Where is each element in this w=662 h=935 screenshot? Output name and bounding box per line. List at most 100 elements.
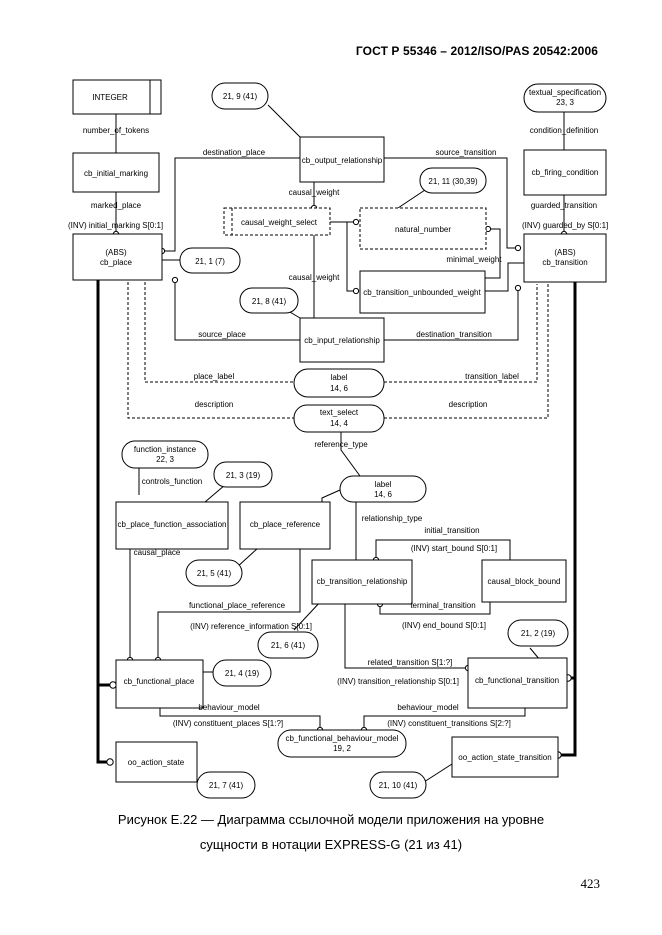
ref-21-1: 21, 1 (7) bbox=[179, 247, 241, 274]
label-description-right: description bbox=[449, 400, 488, 409]
label-transition-label: transition_label bbox=[465, 372, 519, 381]
label-inv-start-bound: (INV) start_bound S[0:1] bbox=[411, 544, 497, 553]
entity-cb-place: (ABS) cb_place bbox=[72, 233, 163, 281]
svg-text:causal_weight_select: causal_weight_select bbox=[241, 218, 318, 227]
label-behaviour-model-left: behaviour_model bbox=[198, 703, 260, 712]
svg-text:oo_action_state: oo_action_state bbox=[128, 758, 185, 767]
label-destination-transition: destination_transition bbox=[416, 330, 492, 339]
ref-21-2: 21, 2 (19) bbox=[507, 619, 569, 647]
svg-text:textual_specification: textual_specification bbox=[529, 88, 601, 97]
entity-cb-transition-unbounded-weight: cb_transition_unbounded_weight bbox=[359, 270, 486, 314]
svg-text:oo_action_state_transition: oo_action_state_transition bbox=[458, 753, 551, 762]
relation-labels: number_of_tokens condition_definition de… bbox=[68, 126, 608, 728]
svg-text:cb_output_relationship: cb_output_relationship bbox=[302, 156, 383, 165]
label-place-label: place_label bbox=[194, 372, 235, 381]
entity-cb-functional-transition: cb_functional_transition bbox=[467, 657, 568, 709]
svg-text:cb_firing_condition: cb_firing_condition bbox=[532, 168, 599, 177]
ref-text-select: text_select 14, 4 bbox=[293, 404, 385, 433]
label-terminal-transition: terminal_transition bbox=[410, 601, 475, 610]
ref-label-2: label 14, 6 bbox=[339, 475, 427, 503]
entity-cb-transition-relationship: cb_transition_relationship bbox=[311, 559, 413, 605]
svg-text:cb_functional_place: cb_functional_place bbox=[124, 677, 195, 686]
ref-21-6: 21, 6 (41) bbox=[257, 631, 319, 659]
svg-text:21, 7 (41): 21, 7 (41) bbox=[209, 781, 244, 790]
svg-text:natural_number: natural_number bbox=[395, 225, 451, 234]
label-description-left: description bbox=[195, 400, 234, 409]
svg-text:label: label bbox=[375, 480, 392, 489]
entity-cb-place-reference: cb_place_reference bbox=[239, 501, 331, 550]
svg-text:21, 4 (19): 21, 4 (19) bbox=[225, 669, 260, 678]
svg-text:cb_place_function_association: cb_place_function_association bbox=[118, 520, 227, 529]
svg-text:23, 3: 23, 3 bbox=[556, 98, 574, 107]
label-guarded-transition: guarded_transition bbox=[531, 201, 597, 210]
figure-caption-line-2: сущности в нотации EXPRESS-G (21 из 41) bbox=[199, 837, 463, 852]
type-natural-number: natural_number bbox=[359, 207, 487, 250]
svg-text:cb_input_relationship: cb_input_relationship bbox=[304, 336, 380, 345]
page-number: 423 bbox=[580, 876, 601, 891]
label-causal-place: causal_place bbox=[134, 548, 181, 557]
figure-caption-line-1: Рисунок Е.22 — Диаграмма ссылочной модел… bbox=[117, 812, 545, 827]
svg-text:cb_place_reference: cb_place_reference bbox=[250, 520, 321, 529]
entity-cb-transition: (ABS) cb_transition bbox=[523, 233, 607, 283]
entity-cb-initial-marking: cb_initial_marking bbox=[72, 152, 160, 193]
ref-21-8: 21, 8 (41) bbox=[239, 287, 299, 314]
ref-label: label 14, 6 bbox=[293, 368, 385, 398]
svg-text:causal_block_bound: causal_block_bound bbox=[488, 577, 561, 586]
svg-text:(ABS): (ABS) bbox=[105, 248, 127, 257]
ref-21-11: 21, 11 (30,39) bbox=[419, 167, 487, 194]
svg-text:21, 1 (7): 21, 1 (7) bbox=[195, 257, 225, 266]
label-initial-transition: initial_transition bbox=[424, 526, 479, 535]
svg-text:cb_transition_relationship: cb_transition_relationship bbox=[317, 577, 408, 586]
ref-cb-functional-behaviour-model: cb_functional_behaviour_model 19, 2 bbox=[277, 729, 407, 758]
ref-21-3: 21, 3 (19) bbox=[213, 461, 273, 488]
entity-causal-block-bound: causal_block_bound bbox=[481, 559, 567, 603]
svg-text:cb_transition_unbounded_weight: cb_transition_unbounded_weight bbox=[363, 288, 481, 297]
svg-text:22, 3: 22, 3 bbox=[156, 455, 174, 464]
entity-oo-action-state: oo_action_state bbox=[115, 741, 198, 783]
svg-text:21, 10 (41): 21, 10 (41) bbox=[379, 781, 418, 790]
entity-cb-functional-place: cb_functional_place bbox=[115, 659, 204, 709]
svg-text:21, 5 (41): 21, 5 (41) bbox=[197, 569, 232, 578]
label-marked-place: marked_place bbox=[91, 201, 142, 210]
label-source-place: source_place bbox=[198, 330, 246, 339]
label-condition-definition: condition_definition bbox=[530, 126, 599, 135]
svg-text:21, 6 (41): 21, 6 (41) bbox=[271, 641, 306, 650]
ref-textual-specification: textual_specification 23, 3 bbox=[523, 83, 607, 113]
label-source-transition: source_transition bbox=[436, 148, 497, 157]
svg-text:19, 2: 19, 2 bbox=[333, 744, 351, 753]
entity-cb-output-relationship: cb_output_relationship bbox=[299, 136, 385, 183]
label-causal-weight-top: causal_weight bbox=[289, 188, 340, 197]
svg-text:cb_initial_marking: cb_initial_marking bbox=[84, 169, 148, 178]
ref-21-5: 21, 5 (41) bbox=[185, 559, 243, 587]
entity-oo-action-state-transition: oo_action_state_transition bbox=[451, 736, 559, 778]
label-behaviour-model-right: behaviour_model bbox=[397, 703, 459, 712]
subtype-line-cb-place bbox=[96, 280, 110, 764]
label-inv-guarded-by: (INV) guarded_by S[0:1] bbox=[522, 221, 608, 230]
ref-21-7: 21, 7 (41) bbox=[196, 771, 256, 799]
express-g-diagram: INTEGER cb_initial_marking cb_output_rel… bbox=[68, 79, 608, 799]
label-inv-constituent-places: (INV) constituent_places S[1:?] bbox=[173, 719, 283, 728]
label-inv-initial-marking: (INV) initial_marking S[0:1] bbox=[68, 221, 163, 230]
ref-21-4: 21, 4 (19) bbox=[212, 659, 272, 687]
label-inv-reference-information: (INV) reference_information S[0:1] bbox=[190, 622, 312, 631]
svg-text:14, 6: 14, 6 bbox=[374, 490, 392, 499]
label-inv-constituent-transitions: (INV) constituent_transitions S[2:?] bbox=[387, 719, 511, 728]
label-inv-end-bound: (INV) end_bound S[0:1] bbox=[402, 621, 486, 630]
svg-text:cb_place: cb_place bbox=[100, 258, 133, 267]
ref-21-9: 21, 9 (41) bbox=[211, 82, 269, 110]
label-inv-transition-relationship: (INV) transition_relationship S[0:1] bbox=[337, 677, 459, 686]
entity-cb-input-relationship: cb_input_relationship bbox=[299, 317, 385, 363]
ref-21-10: 21, 10 (41) bbox=[369, 771, 427, 799]
svg-text:cb_functional_transition: cb_functional_transition bbox=[475, 676, 559, 685]
label-related-transition: related_transition S[1:?] bbox=[368, 658, 453, 667]
label-minimal-weight: minimal_weight bbox=[446, 255, 502, 264]
ref-function-instance: function_instance 22, 3 bbox=[121, 440, 209, 469]
label-reference-type: reference_type bbox=[314, 440, 368, 449]
svg-text:21, 9 (41): 21, 9 (41) bbox=[223, 92, 258, 101]
svg-text:INTEGER: INTEGER bbox=[92, 93, 128, 102]
label-number-of-tokens: number_of_tokens bbox=[83, 126, 149, 135]
relationship-lines bbox=[96, 104, 577, 783]
svg-text:21, 11 (30,39): 21, 11 (30,39) bbox=[428, 177, 478, 186]
entity-cb-firing-condition: cb_firing_condition bbox=[523, 149, 607, 196]
svg-text:text_select: text_select bbox=[320, 408, 359, 417]
